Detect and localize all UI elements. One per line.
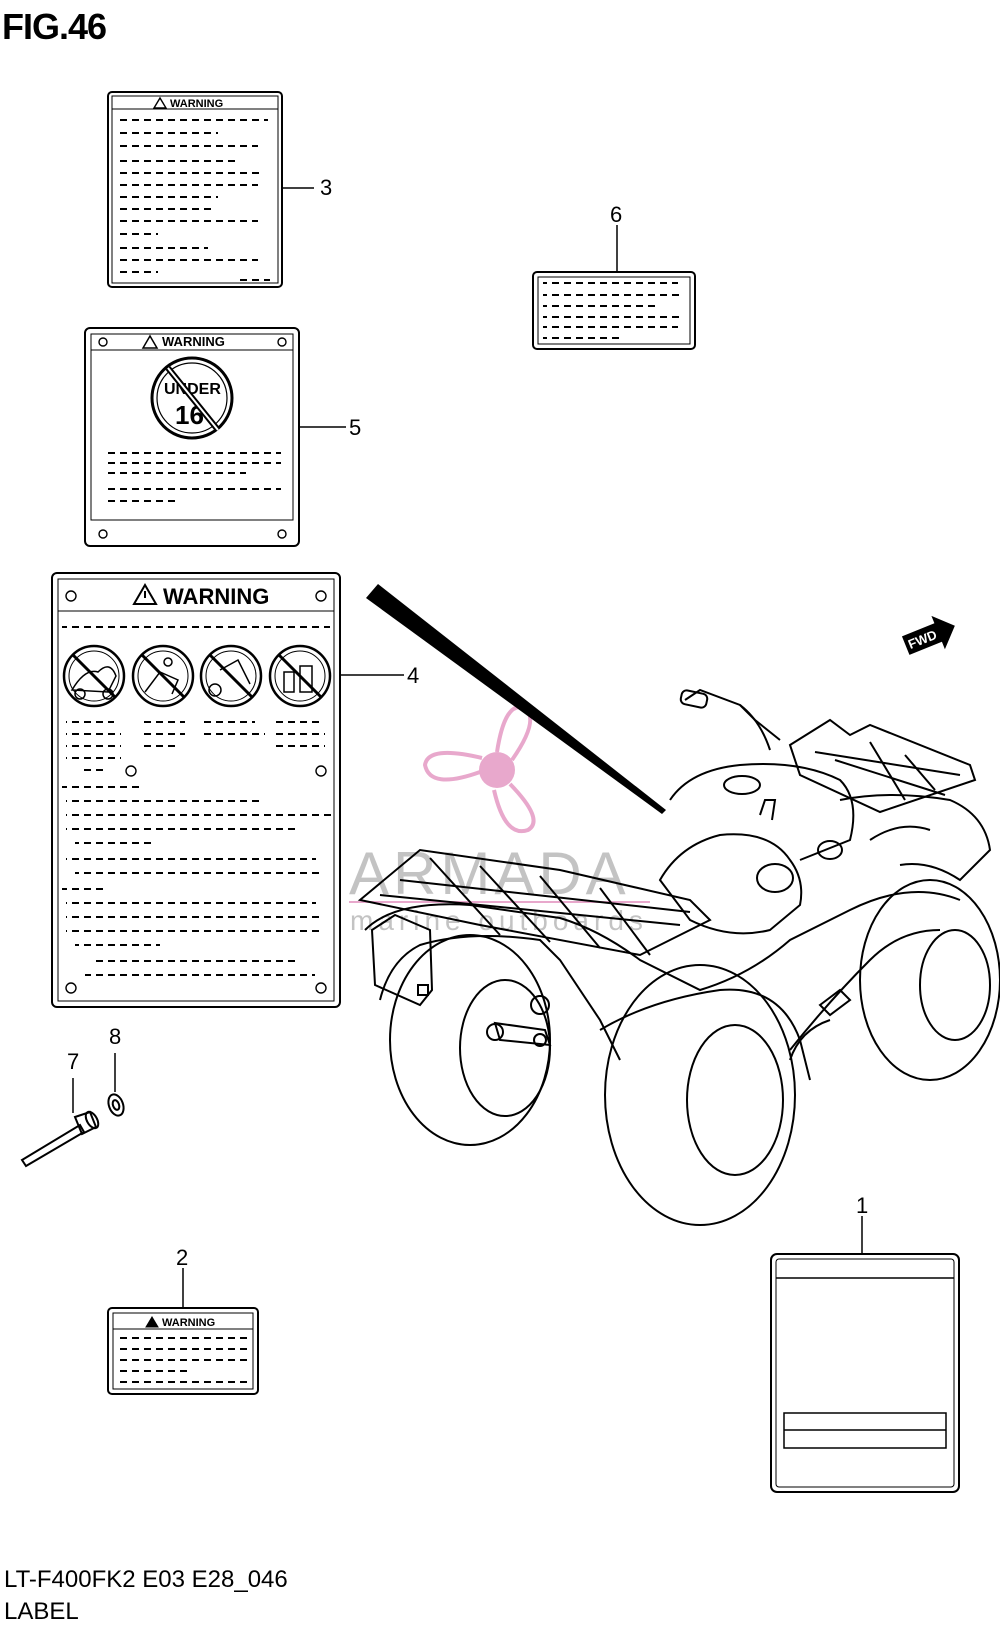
callout-5: 5 — [349, 415, 361, 440]
label-6-text-lines — [543, 282, 683, 339]
label-5[interactable]: WARNING UNDER 16 — [84, 327, 346, 547]
section-name: LABEL — [4, 1598, 79, 1625]
callout-1: 1 — [856, 1193, 868, 1218]
screw-hole-icon — [315, 765, 327, 777]
screw-hole-icon — [98, 337, 108, 347]
callout-2: 2 — [176, 1245, 188, 1270]
model-code: LT-F400FK2 E03 E28_046 — [4, 1566, 288, 1593]
label-3-text-lines — [118, 119, 270, 281]
label-4-warning-text: WARNING — [163, 584, 269, 609]
label-5-text-lines — [106, 452, 281, 502]
label-3-warning-text: WARNING — [170, 98, 223, 110]
no-paved-road-icon — [199, 644, 263, 708]
fwd-arrow-icon: FWD — [901, 615, 955, 655]
part-8-washer[interactable] — [106, 1053, 127, 1118]
callout-7: 7 — [67, 1049, 79, 1074]
label-4-text-lines — [62, 721, 331, 976]
screw-hole-icon — [277, 337, 287, 347]
warning-triangle-icon — [141, 334, 159, 349]
screw-hole-icon — [315, 590, 327, 602]
no-passenger-icon — [131, 644, 195, 708]
warning-triangle-icon — [152, 96, 168, 109]
no-alcohol-icon — [268, 644, 332, 708]
screw-hole-icon — [98, 529, 108, 539]
label-3[interactable]: WARNING — [107, 91, 314, 288]
label-6[interactable] — [532, 225, 696, 350]
screw-hole-icon — [65, 982, 77, 994]
label-5-warning-text: WARNING — [162, 334, 225, 349]
screw-hole-icon — [277, 529, 287, 539]
no-under-16-icon: UNDER 16 — [150, 356, 234, 440]
atv-vehicle — [357, 688, 1000, 1226]
screw-hole-icon — [125, 765, 137, 777]
label-4[interactable]: WARNING — [51, 572, 404, 1008]
label-4-text-line — [62, 626, 330, 628]
screw-hole-icon — [315, 982, 327, 994]
callout-6: 6 — [610, 202, 622, 227]
warning-triangle-icon — [132, 583, 158, 605]
label-2-text-lines — [118, 1337, 248, 1383]
callout-4: 4 — [407, 663, 419, 688]
figure-title: FIG.46 — [2, 6, 107, 47]
propeller-logo-icon — [422, 704, 536, 834]
callout-3: 3 — [320, 175, 332, 200]
warning-triangle-icon — [145, 1316, 159, 1328]
part-7-rivet[interactable] — [20, 1078, 101, 1168]
screw-hole-icon — [65, 590, 77, 602]
label-2-warning-text: WARNING — [162, 1317, 215, 1329]
pointer-arrow — [366, 584, 666, 814]
callout-8: 8 — [109, 1024, 121, 1049]
no-riding-icon — [62, 644, 126, 708]
label-1[interactable] — [770, 1216, 960, 1493]
label-2[interactable]: WARNING — [107, 1268, 259, 1395]
